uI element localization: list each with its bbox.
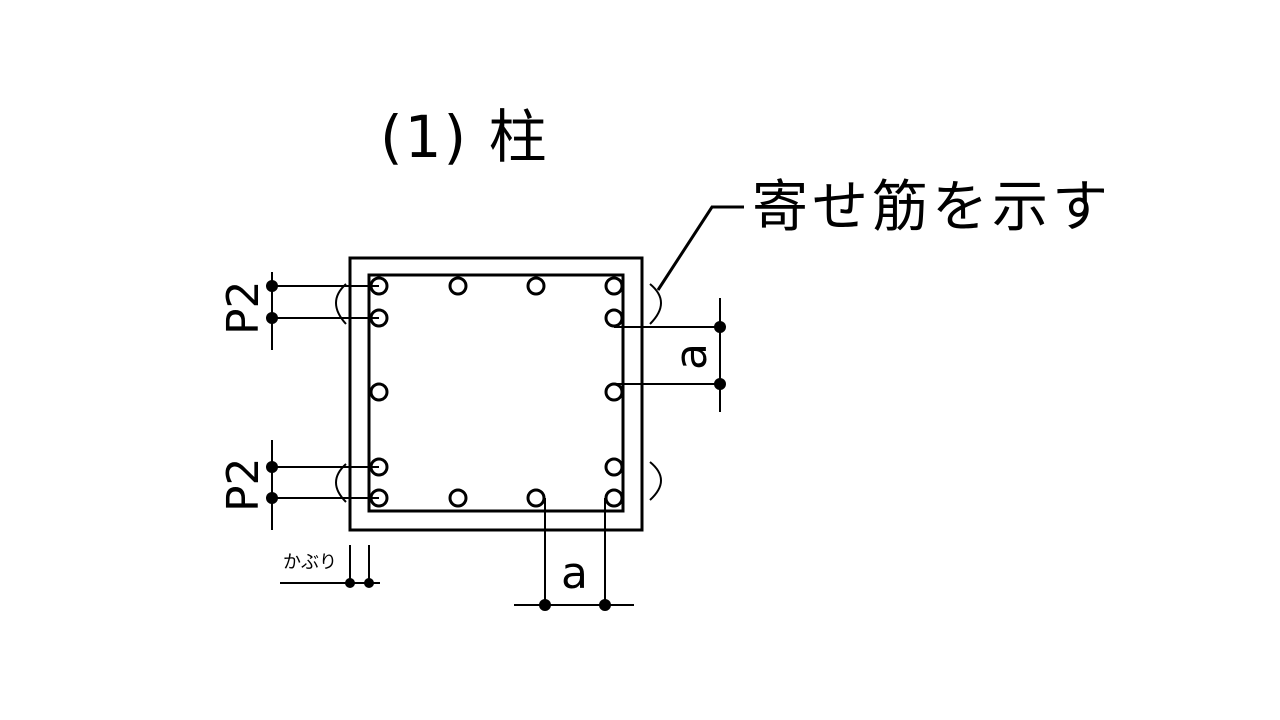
dimension-dot [266, 280, 278, 292]
rebar-circle [604, 276, 624, 296]
rebar-circle [448, 276, 468, 296]
dimension-dot [345, 578, 355, 588]
dimension-bottom [514, 498, 634, 606]
dimension-left [271, 272, 379, 530]
dimension-dot [714, 321, 726, 333]
callout-leader [656, 205, 744, 291]
dimension-dot [266, 492, 278, 504]
concrete-outline [348, 256, 644, 532]
rebar-circle [604, 488, 624, 508]
bundle-arc-right-bottom [649, 461, 662, 501]
rebar-circle [604, 308, 624, 328]
rebar-circle [448, 488, 468, 508]
pitch-label-bottom: P2 [218, 457, 269, 512]
rebar-circle [604, 457, 624, 477]
diagram-title: (1) 柱 [380, 103, 549, 171]
dimension-dot [266, 461, 278, 473]
dimension-dot [364, 578, 374, 588]
dimension-cover [280, 545, 380, 584]
cover-label: かぶり [283, 552, 337, 573]
rebar-circle [604, 382, 624, 402]
bundle-arc-right-top [649, 283, 662, 325]
spacing-label-right: a [666, 343, 717, 370]
spacing-label-bottom: a [561, 548, 588, 599]
rebar-circle [526, 488, 546, 508]
dimension-dot [714, 378, 726, 390]
hoop-rebar [367, 273, 625, 513]
pitch-label-top: P2 [218, 280, 269, 335]
callout-text: 寄せ筋を示す [752, 175, 1112, 240]
dimension-dot [266, 312, 278, 324]
bundle-arc-left-bottom [335, 463, 347, 503]
dimension-right [614, 298, 721, 412]
bundle-arc-left-top [335, 283, 347, 325]
rebar-circle [526, 276, 546, 296]
rebar-group [369, 276, 624, 508]
rebar-circle [369, 382, 389, 402]
dimension-dot [599, 599, 611, 611]
dimension-dot [539, 599, 551, 611]
